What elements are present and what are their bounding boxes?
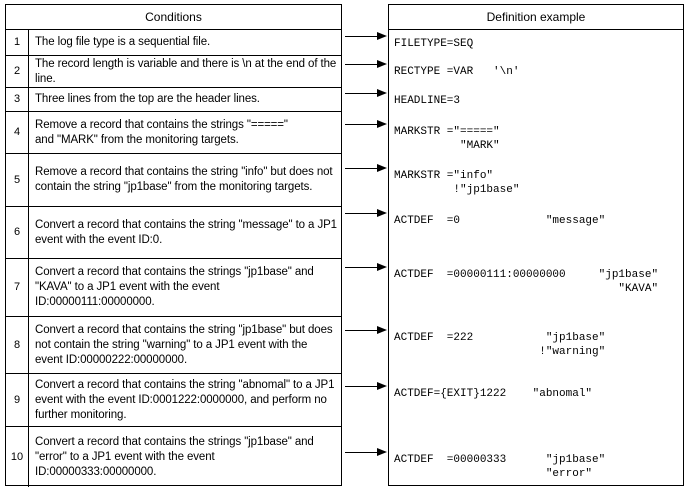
arrow-shaft xyxy=(345,168,379,169)
condition-text: Convert a record that contains the strin… xyxy=(35,323,333,366)
condition-text: Convert a record that contains the strin… xyxy=(35,378,335,421)
row-number: 8 xyxy=(6,317,29,373)
arrow-shaft xyxy=(345,386,379,387)
definition-entry: ACTDEF =00000111:00000000 "jp1base" "KAV… xyxy=(394,269,659,295)
arrow-head-icon xyxy=(377,448,387,456)
arrow-head-icon xyxy=(377,209,387,217)
arrow-shaft xyxy=(345,36,379,37)
arrow-head-icon xyxy=(377,32,387,40)
row-number: 7 xyxy=(6,259,29,316)
arrow-head-icon xyxy=(377,263,387,271)
condition-text: Convert a record that contains the strin… xyxy=(35,266,314,308)
arrow-shaft xyxy=(345,64,379,65)
condition-text: Convert a record that contains the strin… xyxy=(35,218,337,246)
arrow-head-icon xyxy=(377,326,387,334)
connector-arrow xyxy=(345,448,387,457)
definition-entry: ACTDEF={EXIT}1222 "abnomal" xyxy=(394,388,593,400)
arrow-head-icon xyxy=(377,60,387,68)
table-row: 1 The log file type is a sequential file. xyxy=(6,30,341,56)
connector-arrow xyxy=(345,164,387,173)
arrow-head-icon xyxy=(377,164,387,172)
connector-arrow xyxy=(345,382,387,391)
definition-entry: ACTDEF =0 "message" xyxy=(394,215,606,227)
definition-column-header: Definition example xyxy=(389,5,683,30)
row-number: 3 xyxy=(6,88,29,111)
conditions-row-list: 1 The log file type is a sequential file.… xyxy=(6,30,341,487)
connector-arrow xyxy=(345,89,387,98)
arrow-shaft xyxy=(345,452,379,453)
arrow-head-icon xyxy=(377,120,387,128)
row-number: 9 xyxy=(6,374,29,426)
definition-example-box: Definition example FILETYPE=SEQ RECTYPE =… xyxy=(388,4,684,486)
connector-arrow xyxy=(345,120,387,129)
definition-entry: RECTYPE =VAR '\n' xyxy=(394,66,520,78)
arrow-shaft xyxy=(345,330,379,331)
arrow-shaft xyxy=(345,213,379,214)
condition-text: Remove a record that contains the string… xyxy=(35,118,288,146)
definition-entry: ACTDEF =00000333 "jp1base" "error" xyxy=(394,454,606,480)
row-number: 2 xyxy=(6,56,29,87)
arrow-shaft xyxy=(345,93,379,94)
arrow-shaft xyxy=(345,267,379,268)
condition-text: The record length is variable and there … xyxy=(35,57,337,85)
definition-entry: MARKSTR ="info" !"jp1base" xyxy=(394,170,520,196)
row-number: 10 xyxy=(6,427,29,487)
connector-arrow xyxy=(345,32,387,41)
row-number: 4 xyxy=(6,112,29,153)
condition-text: Convert a record that contains the strin… xyxy=(35,435,314,478)
row-number: 5 xyxy=(6,154,29,206)
arrow-head-icon xyxy=(377,89,387,97)
connector-arrow xyxy=(345,326,387,335)
definition-entry: ACTDEF =222 "jp1base" !"warning" xyxy=(394,332,606,358)
table-row: 3 Three lines from the top are the header… xyxy=(6,88,341,112)
connector-arrow xyxy=(345,263,387,272)
condition-text: Three lines from the top are the header … xyxy=(35,93,260,105)
connector-arrow xyxy=(345,209,387,218)
definition-entry: MARKSTR ="=====" "MARK" xyxy=(394,126,500,152)
definition-entry: HEADLINE=3 xyxy=(394,95,461,107)
conditions-header-label: Conditions xyxy=(145,10,202,24)
arrow-head-icon xyxy=(377,382,387,390)
definition-entry: FILETYPE=SEQ xyxy=(394,38,474,50)
conditions-column-header: Conditions xyxy=(6,5,341,30)
condition-text: The log file type is a sequential file. xyxy=(35,36,211,48)
definition-header-label: Definition example xyxy=(486,10,586,24)
connector-arrow xyxy=(345,60,387,69)
row-number: 6 xyxy=(6,207,29,258)
condition-text: Remove a record that contains the string… xyxy=(35,166,333,193)
row-number: 1 xyxy=(6,30,29,55)
arrow-shaft xyxy=(345,124,379,125)
conditions-table: Conditions 1 The log file type is a seque… xyxy=(5,4,342,487)
